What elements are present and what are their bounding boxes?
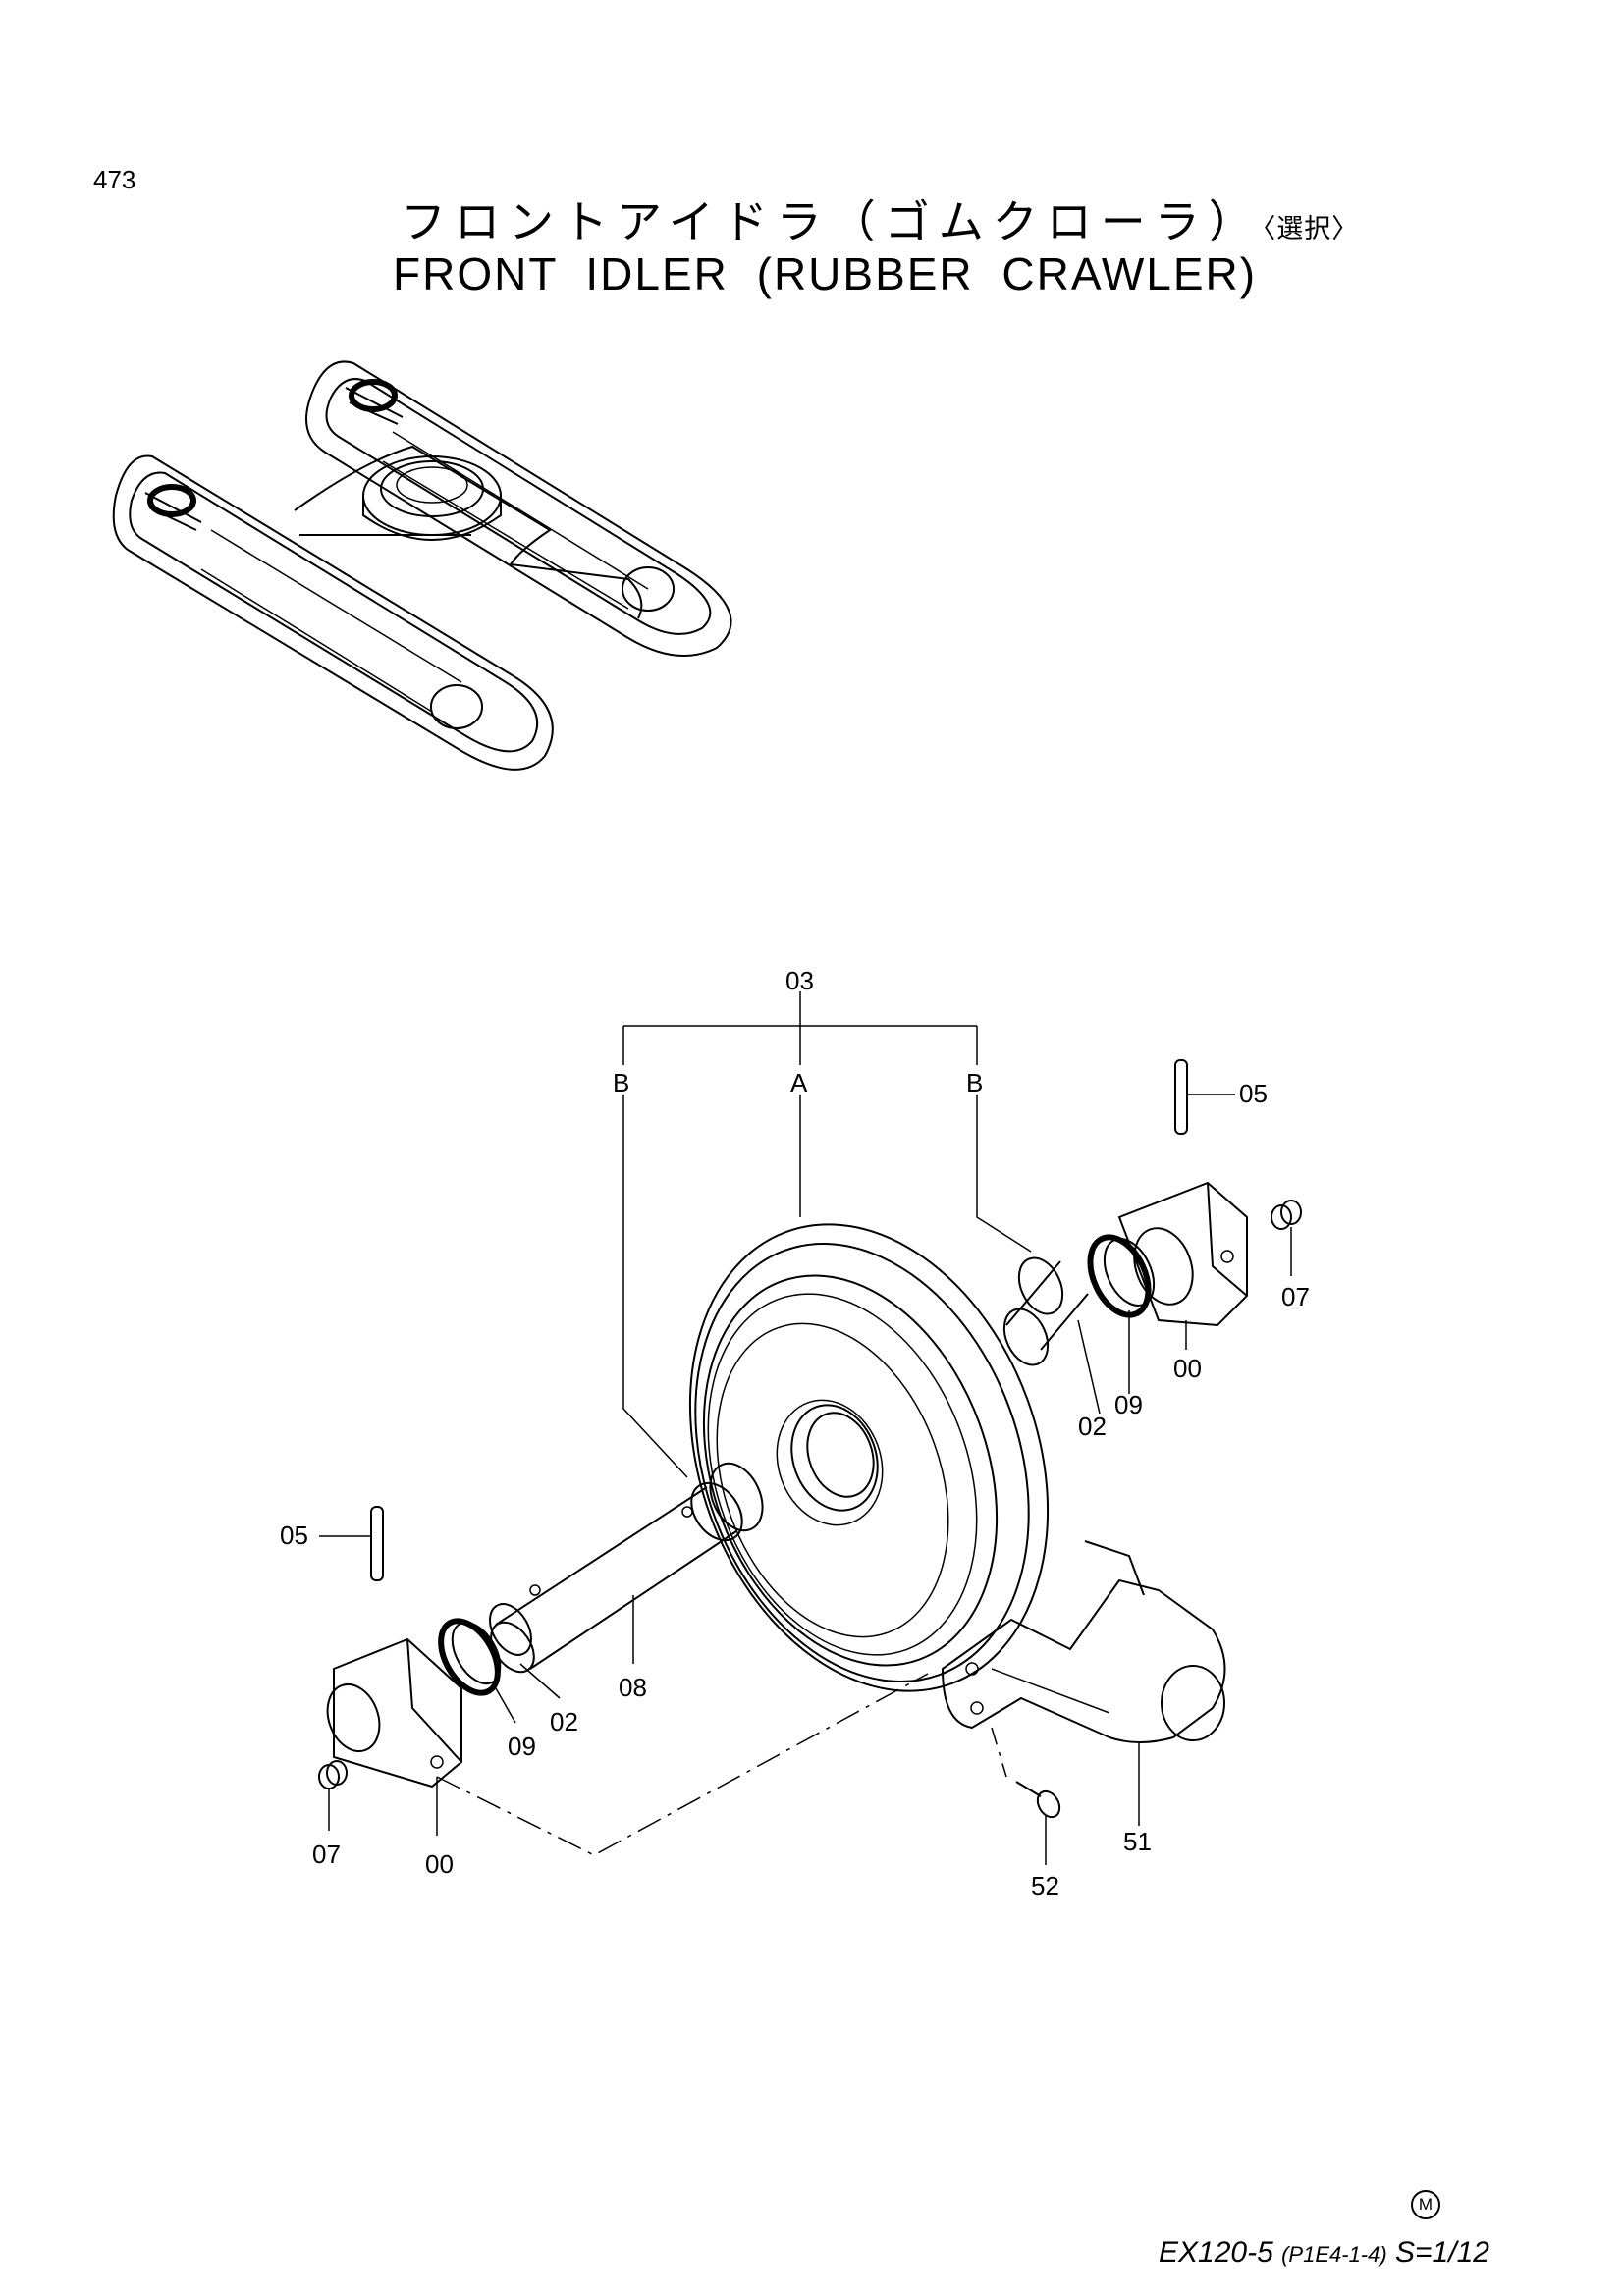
yoke-51 <box>941 1540 1226 1826</box>
footer-reference: EX120-5 (P1E4-1-4) S=1/12 <box>1159 2236 1489 2269</box>
callout-51: 51 <box>1123 1827 1152 1856</box>
right-pin-05 <box>1174 1059 1235 1135</box>
right-plug-07 <box>1271 1200 1302 1276</box>
idler-wheel <box>688 1223 1050 1692</box>
bolt-52 <box>1015 1781 1061 1865</box>
callout-09-right: 09 <box>1114 1390 1143 1419</box>
page-title-japanese: フロントアイドラ（ゴムクローラ）〈選択〉 <box>401 187 1359 251</box>
footer-model: EX120-5 <box>1159 2236 1273 2269</box>
title-jp-suffix: 〈選択〉 <box>1262 214 1360 244</box>
callout-07-right: 07 <box>1281 1282 1310 1311</box>
title-jp-main: フロントアイドラ（ゴムクローラ） <box>401 195 1263 248</box>
callout-B-left: B <box>613 1068 629 1097</box>
footer-ref: (P1E4-1-4) <box>1281 2242 1387 2267</box>
page-title-english: FRONT IDLER (RUBBER CRAWLER) <box>393 248 1258 299</box>
callout-09-left: 09 <box>508 1732 536 1761</box>
undercarriage-overview <box>112 360 732 771</box>
callout-B-right: B <box>966 1068 983 1097</box>
idler-highlight-front <box>144 484 202 531</box>
right-bushing-02 <box>1002 1256 1101 1415</box>
callout-08: 08 <box>619 1673 647 1702</box>
callout-03: 03 <box>785 966 814 995</box>
idler-highlight-rear <box>345 379 404 425</box>
callout-52: 52 <box>1031 1871 1059 1900</box>
callout-05-right: 05 <box>1239 1079 1268 1108</box>
shaft-08 <box>490 1462 764 1674</box>
left-pin-05 <box>319 1506 384 1581</box>
left-plug-07 <box>318 1760 348 1831</box>
callout-00-right: 00 <box>1173 1354 1202 1383</box>
callout-02-left: 02 <box>550 1707 578 1736</box>
callout-00-left: 00 <box>425 1849 454 1879</box>
left-bushing-02 <box>489 1603 561 1699</box>
assembly-lines <box>436 1673 1007 1856</box>
callout-02-right: 02 <box>1078 1412 1107 1441</box>
callout-05-left: 05 <box>280 1521 308 1550</box>
callout-A: A <box>790 1068 808 1097</box>
page-number: 473 <box>93 165 136 194</box>
leader-03-bracket <box>622 991 1032 1478</box>
left-bracket-00 <box>326 1637 462 1836</box>
callout-07-left: 07 <box>312 1840 341 1869</box>
left-seal-09 <box>438 1618 516 1724</box>
right-bracket-00 <box>1117 1181 1248 1350</box>
footer-scale: S=1/12 <box>1395 2236 1489 2269</box>
model-mark: M <box>1411 2190 1440 2219</box>
right-seal-09 <box>1087 1234 1156 1394</box>
